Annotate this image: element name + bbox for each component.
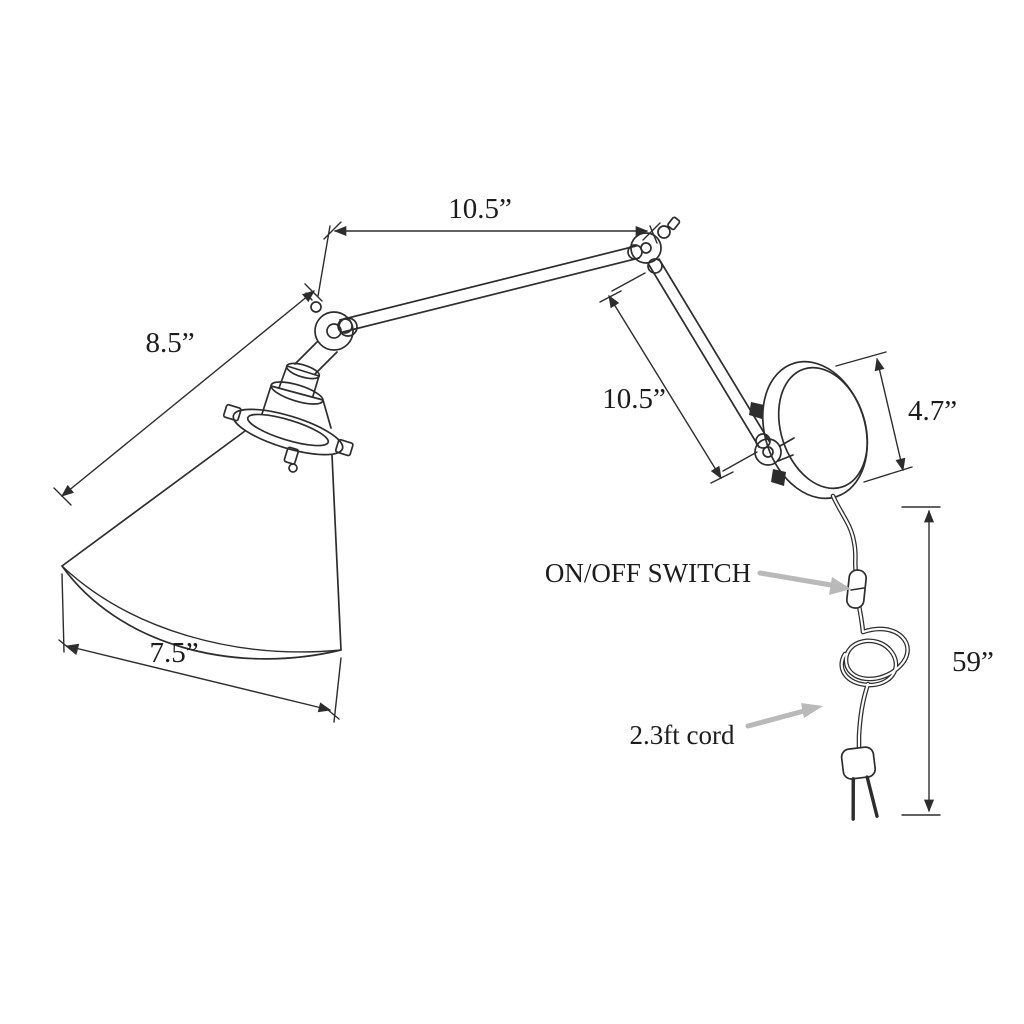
cord-total-dim-label: 59” xyxy=(952,646,994,678)
shade-joint-screw xyxy=(310,301,322,313)
dimension-cord-total: 59” xyxy=(901,506,994,816)
socket-stem xyxy=(294,341,338,375)
lower-arm-cap-top xyxy=(647,258,663,274)
fitter-thumbscrew-knob xyxy=(288,463,298,473)
dimension-annotations: 10.5” 8.5” 7.5” 10.5” 4.7” 59” xyxy=(53,193,994,816)
backplate-mounting-knobs xyxy=(749,402,786,486)
plug-prongs xyxy=(851,775,879,821)
cord-total-end-ticks xyxy=(901,506,941,816)
elbow-hub xyxy=(640,242,652,254)
plug-body xyxy=(840,746,877,780)
shade-joint-outer xyxy=(314,311,354,351)
cord-line-inner xyxy=(831,494,909,752)
dimension-shade-slant: 8.5” xyxy=(53,283,323,506)
lamp-drawing xyxy=(61,216,910,821)
wall-backplate xyxy=(749,360,869,500)
inline-switch-slider xyxy=(850,587,865,591)
lower-arm-dim-line xyxy=(608,294,722,480)
lower-arm-extension-ticks xyxy=(599,272,758,484)
callouts: ON/OFF SWITCH 2.3ft cord xyxy=(545,558,851,750)
shade-width-dim-label: 7.5” xyxy=(149,637,198,669)
upper-arm-extension-ticks xyxy=(317,221,661,297)
lower-arm-tube xyxy=(648,258,770,448)
on-off-switch-label: ON/OFF SWITCH xyxy=(545,558,751,588)
lower-arm-dim-label: 10.5” xyxy=(602,383,666,415)
upper-arm-tube xyxy=(339,245,640,333)
upper-arm-dim-label: 10.5” xyxy=(448,193,512,225)
dimension-backplate: 4.7” xyxy=(835,351,957,483)
cord-line-outer xyxy=(830,493,910,753)
wall-joint-bracket xyxy=(777,437,795,462)
dimension-upper-arm: 10.5” xyxy=(317,193,661,297)
cord-arrow-icon xyxy=(801,703,823,718)
elbow-wing-tab xyxy=(667,216,681,231)
lower-swing-arm xyxy=(647,258,771,449)
shade-width-extension-lines xyxy=(58,573,342,723)
switch-arrow-icon xyxy=(829,577,851,595)
lower-arm-cap-bottom xyxy=(755,433,771,449)
shade-width-dim-line xyxy=(65,643,332,713)
shade-slant-dim-line xyxy=(61,290,315,497)
dimension-lower-arm: 10.5” xyxy=(599,272,758,484)
upper-swing-arm xyxy=(337,244,643,334)
backplate-outer-edge xyxy=(761,360,869,500)
power-plug xyxy=(840,746,879,821)
wall-joint-outer xyxy=(754,438,782,466)
backplate-dim-label: 4.7” xyxy=(908,395,957,427)
lamp-socket xyxy=(261,341,338,429)
dimension-shade-width: 7.5” xyxy=(58,573,342,723)
cord-arrow-shaft xyxy=(745,708,807,729)
fitter-screw-left xyxy=(222,403,242,422)
shade-fitter-outer-ring xyxy=(232,408,344,456)
upper-arm-cap-left xyxy=(337,318,353,334)
backplate-dim-line xyxy=(874,357,906,472)
shade-cone-outline xyxy=(61,430,342,660)
switch-arrow-shaft xyxy=(757,570,834,588)
power-cord xyxy=(830,493,910,821)
lamp-shade xyxy=(61,403,354,660)
cord-callout-label: 2.3ft cord xyxy=(630,720,735,750)
elbow-wing-bolt xyxy=(657,225,671,239)
fitter-screw-right xyxy=(334,438,354,457)
backplate-face xyxy=(777,366,869,490)
shade-slant-dim-label: 8.5” xyxy=(145,327,194,359)
